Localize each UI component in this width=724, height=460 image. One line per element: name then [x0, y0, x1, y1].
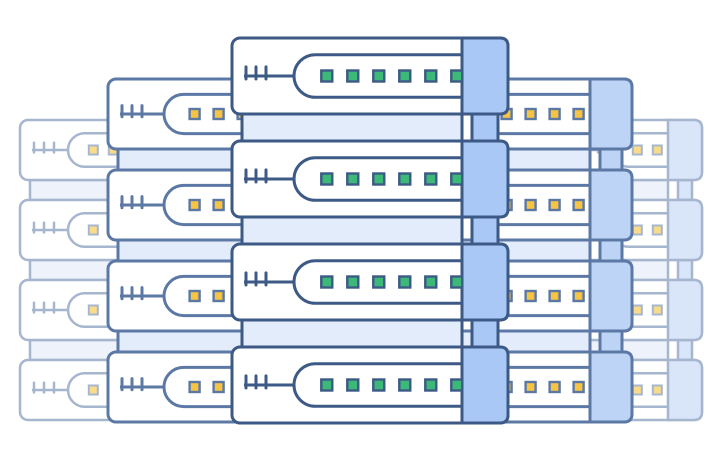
unit-connector — [470, 112, 500, 143]
status-led-icon — [346, 378, 360, 392]
status-led-icon — [450, 69, 464, 83]
status-led-icon — [212, 380, 225, 394]
side-panel-icon — [460, 242, 510, 322]
status-led-icon — [424, 172, 438, 186]
led-strip — [292, 156, 462, 202]
status-led-icon — [548, 107, 561, 121]
side-panel-icon — [588, 77, 634, 151]
status-led-icon — [372, 275, 386, 289]
unit-connector — [470, 318, 500, 349]
led-strip — [162, 365, 276, 409]
unit-connector — [676, 258, 694, 282]
server-unit-icon — [230, 345, 510, 425]
status-led-icon — [346, 172, 360, 186]
status-led-icon — [398, 172, 412, 186]
side-panel-icon — [666, 118, 704, 182]
side-panel-icon — [460, 139, 510, 219]
front-stack — [230, 36, 510, 425]
led-strip — [162, 274, 276, 318]
status-led-icon — [524, 289, 537, 303]
server-unit-icon — [230, 242, 510, 322]
side-panel-icon — [588, 259, 634, 333]
status-led-icon — [548, 198, 561, 212]
led-strip — [292, 362, 462, 408]
status-led-icon — [524, 198, 537, 212]
status-led-icon — [450, 172, 464, 186]
status-led-icon — [524, 380, 537, 394]
unit-connector — [676, 178, 694, 202]
status-led-icon — [651, 144, 663, 156]
status-led-icon — [651, 304, 663, 316]
status-led-icon — [372, 172, 386, 186]
status-led-icon — [572, 289, 585, 303]
status-led-icon — [212, 198, 225, 212]
side-panel-icon — [460, 345, 510, 425]
status-led-icon — [450, 378, 464, 392]
status-led-icon — [631, 304, 643, 316]
led-strip — [292, 53, 462, 99]
led-strip — [66, 131, 126, 169]
status-led-icon — [320, 378, 334, 392]
status-led-icon — [372, 69, 386, 83]
status-led-icon — [87, 224, 99, 236]
status-led-icon — [424, 69, 438, 83]
unit-connector — [598, 329, 624, 354]
status-led-icon — [87, 304, 99, 316]
status-led-icon — [631, 144, 643, 156]
status-led-icon — [548, 380, 561, 394]
status-led-icon — [87, 144, 99, 156]
status-led-icon — [346, 69, 360, 83]
status-led-icon — [188, 107, 201, 121]
unit-gap — [240, 112, 464, 143]
server-unit-icon — [230, 139, 510, 219]
status-led-icon — [572, 107, 585, 121]
side-panel-icon — [588, 350, 634, 424]
status-led-icon — [572, 380, 585, 394]
status-led-icon — [651, 384, 663, 396]
status-led-icon — [631, 384, 643, 396]
led-strip — [162, 92, 276, 136]
status-led-icon — [188, 198, 201, 212]
status-led-icon — [188, 289, 201, 303]
led-strip — [162, 183, 276, 227]
status-led-icon — [651, 224, 663, 236]
unit-gap — [240, 215, 464, 246]
led-strip — [66, 291, 126, 329]
led-strip — [66, 211, 126, 249]
status-led-icon — [424, 378, 438, 392]
server-unit-icon — [230, 36, 510, 116]
unit-gap — [240, 318, 464, 349]
led-strip — [66, 371, 126, 409]
side-panel-icon — [666, 358, 704, 422]
status-led-icon — [631, 224, 643, 236]
side-panel-icon — [588, 168, 634, 242]
status-led-icon — [450, 275, 464, 289]
status-led-icon — [87, 384, 99, 396]
status-led-icon — [320, 69, 334, 83]
status-led-icon — [320, 172, 334, 186]
status-led-icon — [398, 378, 412, 392]
status-led-icon — [188, 380, 201, 394]
side-panel-icon — [666, 198, 704, 262]
side-panel-icon — [666, 278, 704, 342]
status-led-icon — [572, 198, 585, 212]
side-panel-icon — [460, 36, 510, 116]
unit-connector — [676, 338, 694, 362]
status-led-icon — [398, 69, 412, 83]
status-led-icon — [320, 275, 334, 289]
status-led-icon — [372, 378, 386, 392]
status-led-icon — [346, 275, 360, 289]
status-led-icon — [212, 107, 225, 121]
led-strip — [292, 259, 462, 305]
unit-connector — [598, 147, 624, 172]
status-led-icon — [424, 275, 438, 289]
unit-connector — [470, 215, 500, 246]
unit-connector — [598, 238, 624, 263]
status-led-icon — [212, 289, 225, 303]
status-led-icon — [548, 289, 561, 303]
status-led-icon — [524, 107, 537, 121]
status-led-icon — [398, 275, 412, 289]
